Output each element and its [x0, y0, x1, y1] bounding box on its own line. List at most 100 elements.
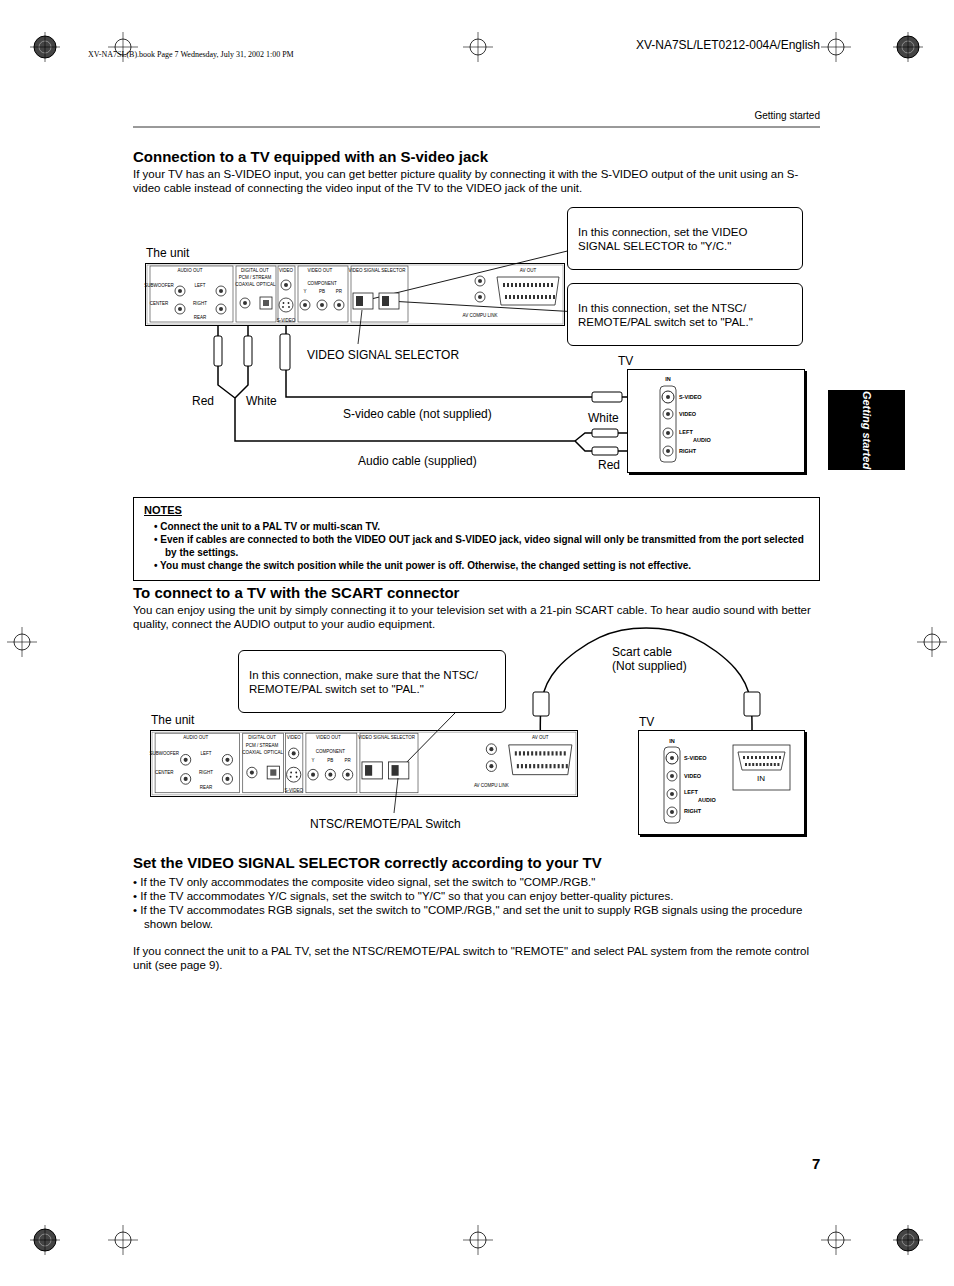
- crop-mark: [463, 32, 493, 62]
- scart-pin: [752, 763, 754, 766]
- jack: [281, 280, 291, 290]
- panel-marking: VIDEO SIGNAL SELECTOR: [358, 735, 415, 740]
- jack-label: IN: [669, 738, 675, 745]
- scart-pin: [541, 295, 543, 299]
- s-video-pin: [290, 772, 292, 774]
- jack-core: [178, 307, 182, 311]
- s-video-pin: [288, 302, 290, 304]
- panel-marking: VIDEO: [287, 735, 301, 740]
- jack-core: [284, 283, 288, 287]
- panel-marking: COAXIAL: [235, 282, 255, 287]
- red-rca-plug: [592, 447, 618, 455]
- scart-pin: [749, 763, 751, 766]
- s-video-pin: [282, 306, 284, 308]
- crop-line: [836, 1225, 837, 1255]
- cable-label: Scart cable (Not supplied): [612, 645, 698, 673]
- jack: [289, 748, 299, 759]
- crop-line: [478, 1225, 479, 1255]
- jack-core: [489, 764, 493, 768]
- crop-mark: [821, 32, 851, 62]
- white-rca-plug: [592, 429, 618, 437]
- scart-pin: [779, 756, 781, 759]
- s-video-jack: [279, 298, 293, 312]
- crop-line: [45, 32, 46, 62]
- section-heading: To connect to a TV with the SCART connec…: [133, 584, 459, 602]
- scart-pin: [763, 756, 765, 759]
- crop-mark: [893, 1225, 923, 1255]
- panel-marking: SUBWOOFER: [144, 283, 174, 288]
- optical-jack: [267, 766, 279, 779]
- scart-pin: [527, 283, 529, 287]
- slide-switch: [388, 762, 408, 779]
- jack: [308, 769, 318, 780]
- jack-core: [478, 279, 482, 283]
- jack-group-frame: [360, 733, 418, 793]
- scart-pin: [529, 295, 531, 299]
- jack-label: S-VIDEO: [679, 394, 702, 401]
- crop-mark: [7, 627, 37, 657]
- panel-marking: AUDIO OUT: [183, 735, 208, 740]
- section-tab: Getting started: [828, 390, 905, 470]
- running-header: Getting started: [754, 110, 820, 122]
- part-label: NTSC/REMOTE/PAL Switch: [310, 817, 461, 831]
- scart-pin: [558, 764, 560, 768]
- jack: [663, 428, 673, 438]
- crop-mark: [893, 32, 923, 62]
- scart-pin: [774, 763, 776, 766]
- panel-inner-line: [147, 265, 563, 324]
- optical-jack: [260, 297, 272, 309]
- red-rca-plug: [214, 336, 222, 366]
- section-heading: Connection to a TV equipped with an S-vi…: [133, 148, 488, 165]
- jack: [181, 774, 191, 785]
- jack: [667, 807, 677, 817]
- scart-pin: [547, 751, 549, 755]
- scart-pin: [543, 283, 545, 287]
- scart-pin: [539, 751, 541, 755]
- scart-pin: [539, 283, 541, 287]
- panel-marking: VIDEO OUT: [316, 735, 341, 740]
- leader-line: [358, 310, 362, 344]
- panel-marking: COMPONENT: [307, 281, 336, 286]
- scart-pin: [771, 756, 773, 759]
- panel-marking: PCM / STREAM: [239, 275, 272, 280]
- panel-inner-line: [152, 732, 576, 795]
- notes-box: NOTES• Connect the unit to a PAL TV or m…: [133, 497, 820, 581]
- crop-mark: [821, 1225, 851, 1255]
- jack-label: LEFT: [679, 429, 693, 436]
- scart-pin: [556, 751, 558, 755]
- panel-marking: VIDEO OUT: [308, 268, 333, 273]
- scart-cable: [540, 628, 752, 730]
- crop-line: [908, 1225, 909, 1255]
- scart-pin: [775, 756, 777, 759]
- scart-pin: [517, 295, 519, 299]
- notes-heading: NOTES: [144, 504, 809, 516]
- s-video-plug: [592, 392, 622, 402]
- jack: [325, 769, 335, 780]
- panel-marking: COMPONENT: [316, 749, 345, 754]
- scart-pin: [533, 764, 535, 768]
- scart-socket: [509, 745, 572, 775]
- scart-pin: [509, 295, 511, 299]
- switch-knob: [356, 296, 363, 306]
- jack: [475, 292, 485, 302]
- tv-jack-strip: [660, 386, 676, 462]
- jack-core: [666, 431, 670, 435]
- scart-pin: [515, 283, 517, 287]
- jack-group-frame: [155, 733, 240, 793]
- crop-line: [908, 32, 909, 62]
- jack-core: [478, 295, 482, 299]
- section-heading: Set the VIDEO SIGNAL SELECTOR correctly …: [133, 854, 602, 872]
- jack: [222, 754, 232, 765]
- jack: [240, 298, 250, 308]
- scart-pin: [507, 283, 509, 287]
- jack: [216, 304, 226, 314]
- panel-marking: AV OUT: [520, 268, 536, 273]
- scart-pin: [543, 751, 545, 755]
- scart-pin: [535, 283, 537, 287]
- leader-line: [394, 778, 398, 813]
- part-label: VIDEO SIGNAL SELECTOR: [307, 348, 459, 362]
- jack-label: VIDEO: [684, 773, 701, 780]
- scart-pin: [560, 751, 562, 755]
- panel-marking: VIDEO SIGNAL SELECTOR: [348, 268, 405, 273]
- jack: [175, 304, 185, 314]
